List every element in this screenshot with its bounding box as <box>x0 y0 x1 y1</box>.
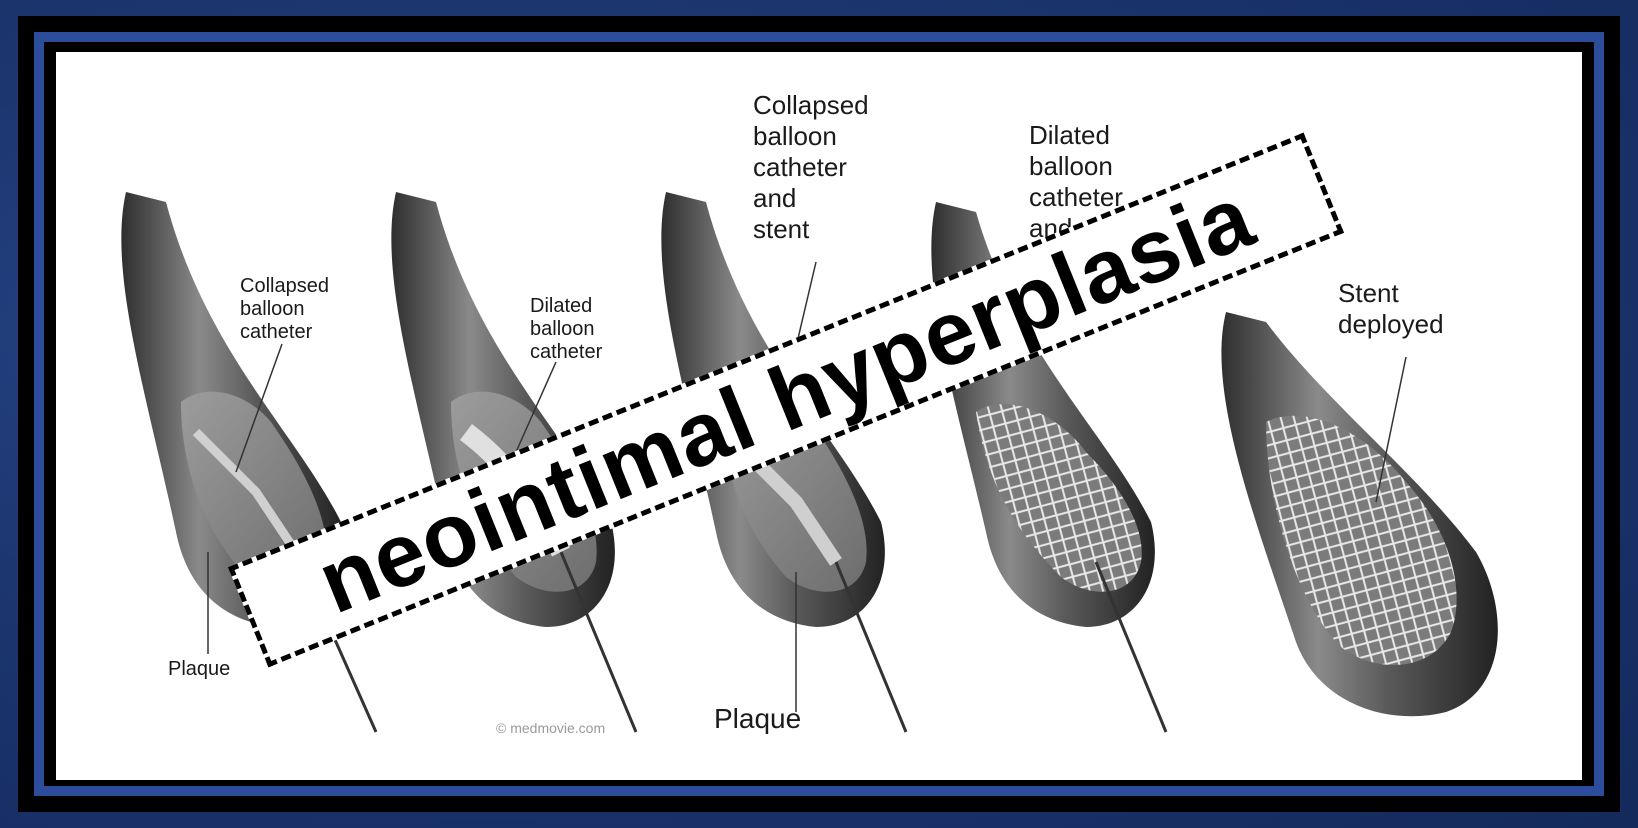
panel-5-label-line-2: deployed <box>1338 309 1444 339</box>
panel-1-label-line-2: balloon <box>240 298 305 320</box>
panel-3-label-line-2: balloon <box>753 121 837 151</box>
panel-2-label-line-1: Dilated <box>530 295 592 317</box>
panel-4-label-line-1: Dilated <box>1029 120 1110 150</box>
panel-1-label: Collapsed balloon catheter <box>240 275 335 343</box>
panel-3-plaque-label: Plaque <box>714 703 801 734</box>
panel-3-label-line-5: stent <box>753 214 810 244</box>
panel-4-label-line-2: balloon <box>1029 151 1113 181</box>
panel-5-label: Stent deployed <box>1338 278 1444 339</box>
panel-2-label: Dilated balloon catheter <box>530 295 603 363</box>
panel-3-label: Collapsed balloon catheter and stent <box>753 90 876 244</box>
panel-2-label-line-2: balloon <box>530 318 595 340</box>
panel-3-label-line-1: Collapsed <box>753 90 869 120</box>
copyright-notice: © medmovie.com <box>496 720 605 736</box>
panel-2-label-line-3: catheter <box>530 341 603 363</box>
vessel-panel-1 <box>121 192 376 732</box>
vessel-panel-5 <box>1221 312 1497 716</box>
panel-3-label-line-4: and <box>753 183 796 213</box>
panel-1-plaque-label: Plaque <box>168 658 230 680</box>
panel-3-label-line-3: catheter <box>753 152 847 182</box>
panel-5-label-line-1: Stent <box>1338 278 1399 308</box>
panel-4-label-line-3: catheter <box>1029 182 1123 212</box>
panel-1-label-line-1: Collapsed <box>240 275 329 297</box>
panel-1-label-line-3: catheter <box>240 321 313 343</box>
